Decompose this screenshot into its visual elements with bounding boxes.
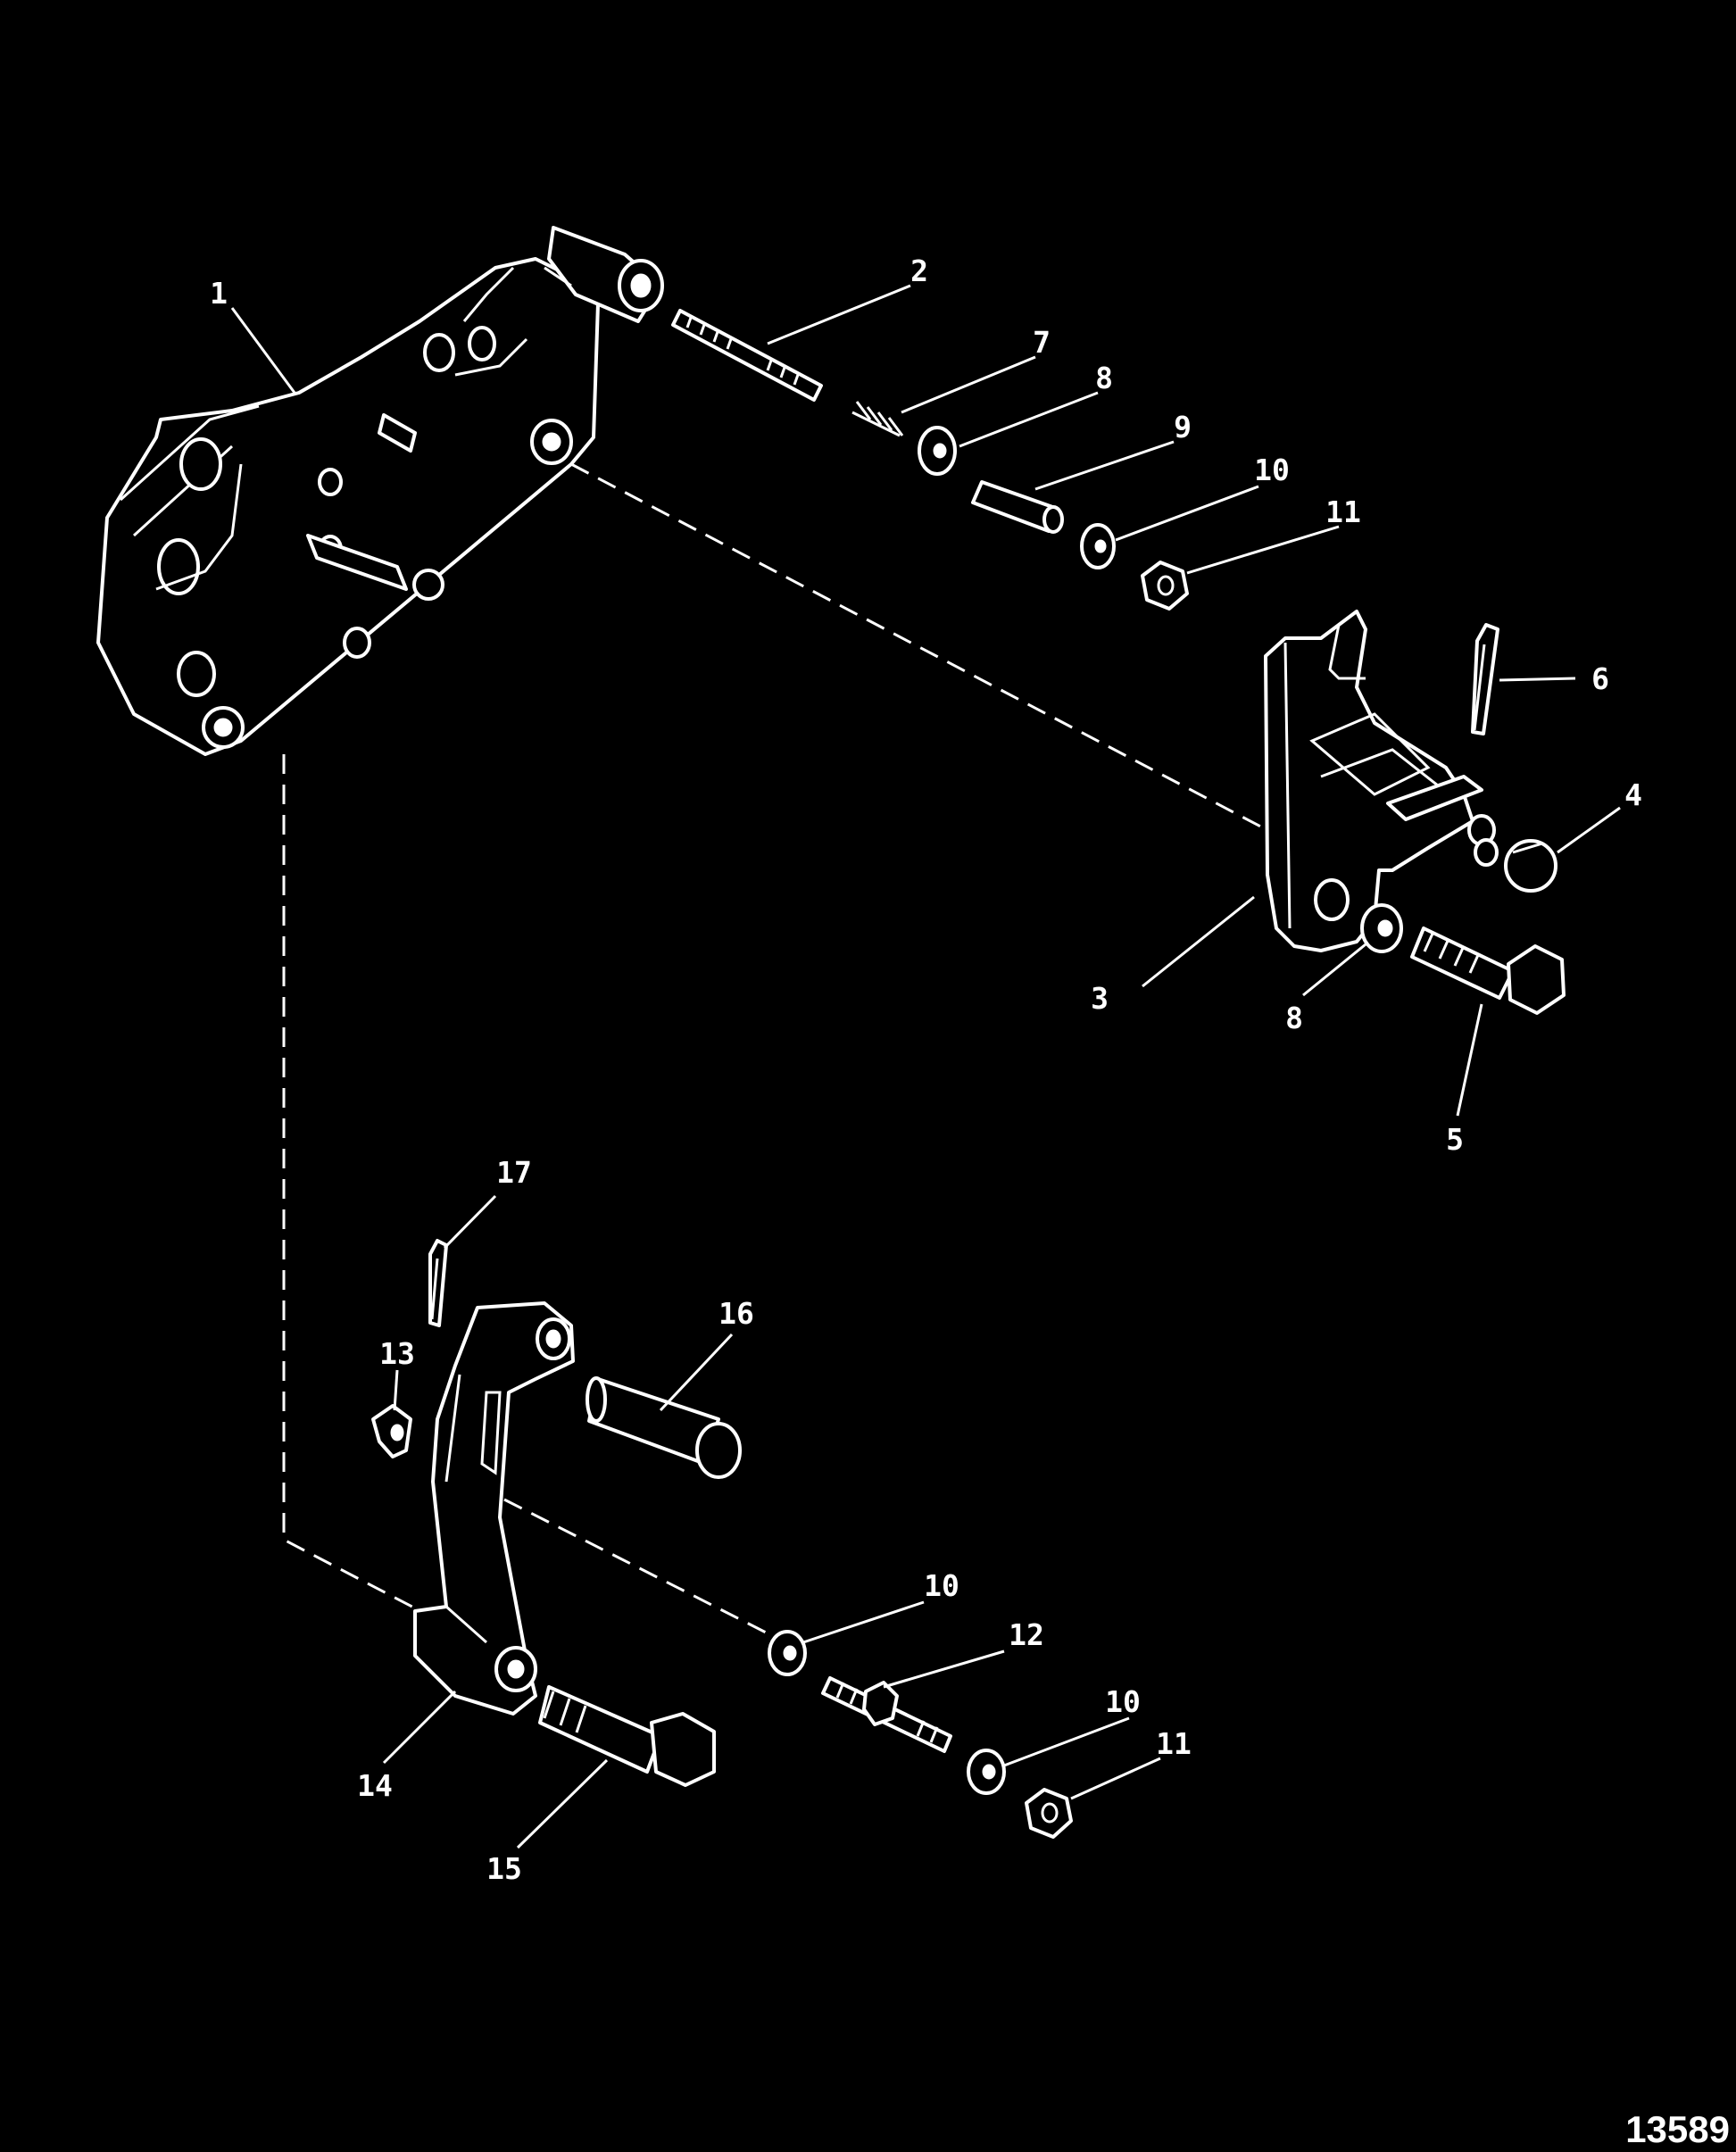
leader-13 <box>393 1369 399 1411</box>
leader-11a <box>1186 525 1340 575</box>
callout-1: 1 <box>210 276 228 311</box>
part-9-pin <box>971 480 1064 534</box>
part-10-washer-middle <box>768 1630 807 1676</box>
callout-17: 17 <box>496 1155 532 1190</box>
part-7-spring <box>851 401 904 437</box>
callout-numbers: 1 2 3 4 5 6 7 8 8 9 10 10 10 11 11 12 13… <box>210 253 1642 1886</box>
callout-7: 7 <box>1033 325 1051 360</box>
callout-11b: 11 <box>1156 1726 1192 1761</box>
part-10-washer-upper <box>1080 523 1116 569</box>
callout-16: 16 <box>718 1296 754 1331</box>
guide-line-bracket-to-link <box>282 754 447 1626</box>
part-3-shift-plate <box>1264 610 1499 952</box>
part-8-washer-upper <box>918 426 957 476</box>
callout-6: 6 <box>1591 661 1609 696</box>
callout-14: 14 <box>357 1768 393 1803</box>
callout-leader-lines <box>230 284 1621 1849</box>
callout-11a: 11 <box>1325 494 1361 529</box>
callout-10a: 10 <box>1254 453 1290 487</box>
leader-6 <box>1499 677 1576 682</box>
part-16-clevis-pin <box>586 1376 742 1479</box>
part-5-bolt <box>1410 926 1566 1015</box>
part-14-link-arm <box>413 1301 575 1716</box>
part-17-cotter-pin <box>428 1239 448 1327</box>
part-2-stud <box>671 309 823 402</box>
leader-7 <box>901 355 1036 414</box>
leader-15 <box>516 1758 609 1849</box>
leader-5 <box>1456 1003 1483 1117</box>
callout-9: 9 <box>1174 410 1192 445</box>
leader-16 <box>659 1333 734 1412</box>
guide-line-link-to-washer <box>503 1498 777 1640</box>
part-12-stud <box>821 1676 952 1753</box>
part-13-clip <box>371 1404 412 1458</box>
leader-1 <box>230 307 296 394</box>
leader-10a <box>1115 485 1259 542</box>
callout-8b: 8 <box>1285 1001 1303 1035</box>
leader-2 <box>767 284 911 345</box>
leader-4 <box>1557 806 1621 854</box>
part-6-cotter-pin <box>1471 623 1499 735</box>
leader-11b <box>1070 1757 1161 1800</box>
callout-3: 3 <box>1091 981 1109 1016</box>
callout-13: 13 <box>379 1336 415 1371</box>
leader-17 <box>443 1194 497 1250</box>
part-11-nut-upper <box>1141 561 1189 611</box>
leader-8a <box>959 391 1099 448</box>
callout-10b: 10 <box>924 1568 959 1603</box>
part-1-main-bracket <box>96 226 664 756</box>
part-8-washer-lower <box>1360 903 1403 953</box>
part-10-washer-lower <box>967 1749 1006 1795</box>
callout-5: 5 <box>1446 1122 1464 1157</box>
leader-8b <box>1302 943 1366 997</box>
leader-10c <box>1003 1716 1130 1767</box>
leader-12 <box>883 1649 1005 1689</box>
leader-10b <box>802 1600 925 1644</box>
callout-4: 4 <box>1624 777 1642 812</box>
leader-9 <box>1034 440 1175 491</box>
part-11-nut-lower <box>1025 1788 1073 1839</box>
callout-8a: 8 <box>1095 361 1113 395</box>
callout-2: 2 <box>910 253 928 288</box>
callout-12: 12 <box>1009 1617 1044 1652</box>
guide-line-bracket-to-plate <box>570 462 1268 832</box>
assembly-guide-lines <box>282 462 1268 1640</box>
leader-3 <box>1142 895 1255 988</box>
leader-14 <box>382 1690 457 1765</box>
callout-15: 15 <box>486 1851 522 1886</box>
part-15-shoulder-bolt <box>538 1685 716 1787</box>
callout-10c: 10 <box>1105 1684 1141 1719</box>
figure-number: 13589 <box>1625 2108 1730 2150</box>
part-4-cap <box>1504 839 1557 893</box>
